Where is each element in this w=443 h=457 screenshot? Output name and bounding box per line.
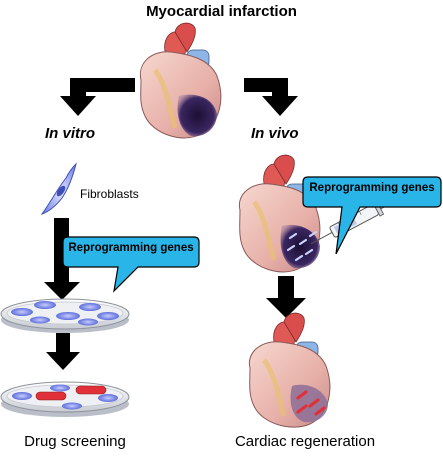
drug-screening-label: Drug screening	[24, 433, 126, 450]
callout-label: Reprogramming genes	[68, 242, 194, 254]
arrow-to-in-vitro	[60, 78, 135, 116]
callout-bubble-shape	[302, 176, 442, 255]
fibroblasts-label: Fibroblasts	[80, 187, 139, 201]
callout-reprogramming-genes-vivo: Reprogramming genes	[302, 176, 442, 256]
culture-dish-fibroblasts	[0, 298, 130, 333]
title: Myocardial infarction	[146, 3, 297, 20]
in-vivo-label: In vivo	[251, 125, 299, 142]
cardiac-regeneration-label: Cardiac regeneration	[234, 433, 376, 450]
in-vitro-label: In vitro	[45, 125, 96, 142]
culture-dish-cardiomyocytes	[0, 381, 130, 417]
callout-bubble-shape	[62, 236, 200, 293]
arrow-to-in-vivo	[244, 78, 298, 116]
heart-regenerated	[248, 312, 331, 428]
arrow-fibroblast-to-dish	[44, 218, 80, 300]
fibroblast-cell	[40, 162, 77, 215]
callout-reprogramming-genes-vitro: Reprogramming genes	[62, 236, 200, 298]
arrow-injection-to-regeneration	[266, 276, 306, 318]
heart-infarction-top	[139, 22, 222, 139]
arrow-dish-to-dish	[46, 333, 80, 370]
callout-label: Reprogramming genes	[309, 182, 435, 194]
